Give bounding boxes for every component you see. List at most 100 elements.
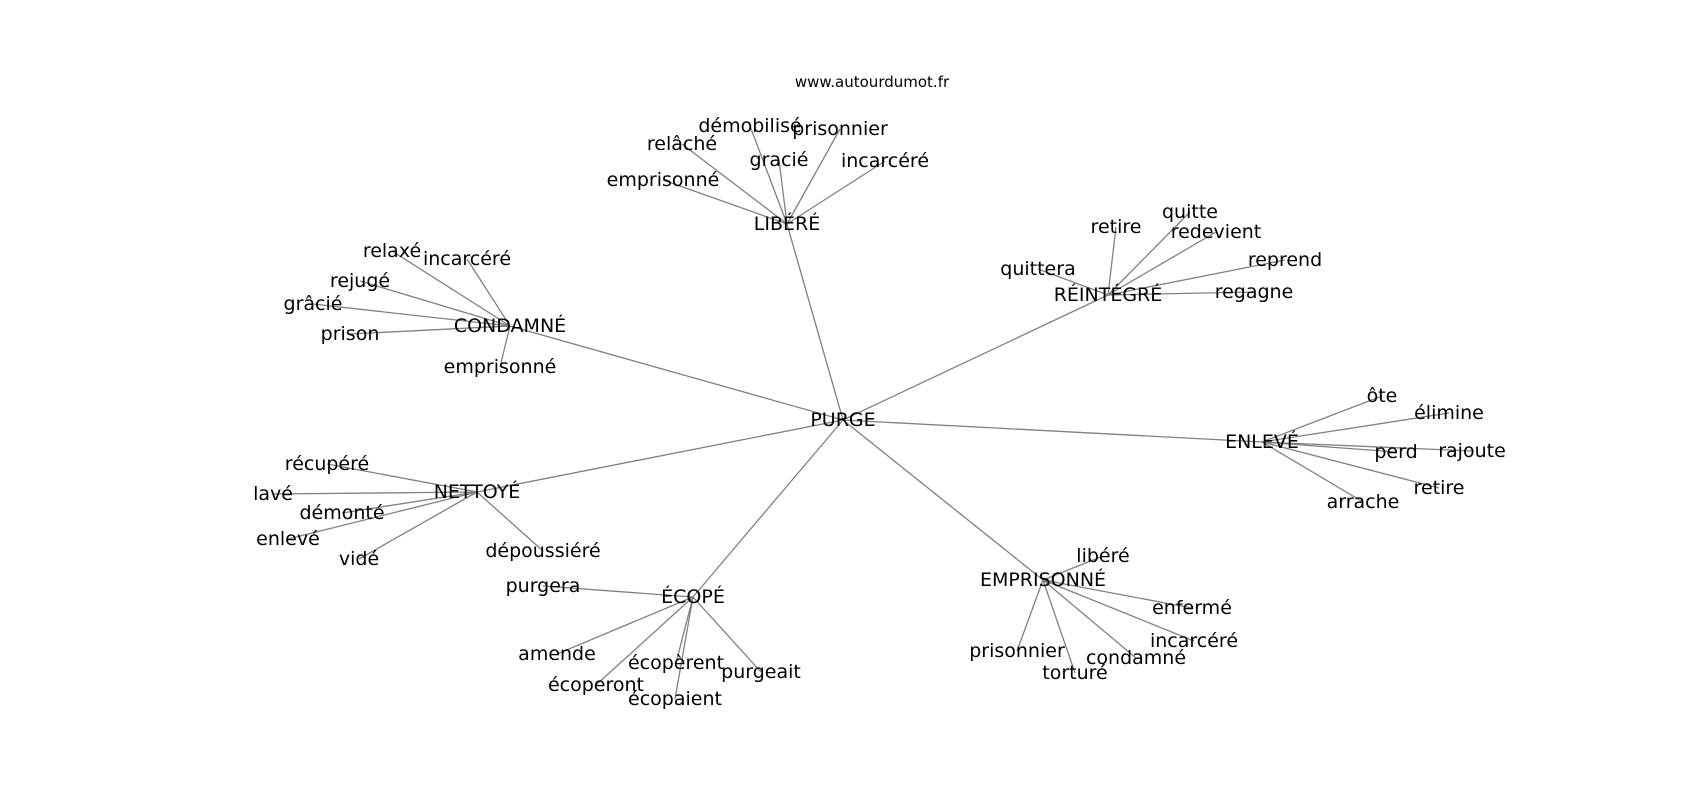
edge-reintegre-to-reprend <box>1107 259 1286 296</box>
edge-nettoye-to-recupere <box>326 463 478 493</box>
leaf-node-label-incarcere: incarcéré <box>423 248 511 270</box>
leaf-node-label-reprend: reprend <box>1248 249 1322 271</box>
edge-libere-to-incarcere <box>786 160 886 225</box>
leaf-node-label-demonte: démonté <box>299 502 384 524</box>
leaf-node-label-quitte: quitte <box>1162 201 1218 223</box>
edge-emprisonne-to-incarcere <box>1042 579 1195 642</box>
leaf-node-label-perd: perd <box>1374 441 1417 463</box>
edge-purge-to-nettoye <box>476 419 844 493</box>
leaf-node-label-arrache: arrache <box>1327 491 1400 513</box>
edge-nettoye-to-demonte <box>341 491 478 514</box>
edge-enleve-to-ote <box>1261 395 1383 443</box>
leaf-node-label-prisonnier: prisonnier <box>792 118 888 140</box>
leaf-node-label-amende: amende <box>518 643 596 665</box>
leaf-node-label-rajoute: rajoute <box>1438 440 1506 462</box>
edge-reintegre-to-regagne <box>1107 291 1255 296</box>
graph-labels: www.autourdumot.fr PURGE LIBÉRÉ démobilisé… <box>253 73 1506 710</box>
edge-emprisonne-to-condamne <box>1042 579 1137 659</box>
edge-libere-to-relache <box>681 143 788 225</box>
leaf-node-label-lave: lavé <box>253 483 293 505</box>
edge-enleve-to-perd <box>1261 441 1397 453</box>
leaf-node-label-quittera: quittera <box>1000 258 1075 280</box>
leaf-node-label-demobilise: démobilisé <box>698 115 801 137</box>
leaf-node-label-incarcere: incarcéré <box>841 150 929 172</box>
edge-libere-to-emprisonne <box>662 179 788 225</box>
edge-purge-to-ecope <box>692 419 844 598</box>
edge-nettoye-to-depoussiere <box>476 491 544 552</box>
leaf-node-label-condamne: condamné <box>1086 647 1186 669</box>
edge-enleve-to-elimine <box>1261 412 1450 443</box>
edge-condamne-to-rejuge <box>359 280 511 327</box>
leaf-node-label-purgera: purgera <box>506 575 581 597</box>
leaf-node-label-gracie: gracié <box>750 149 809 171</box>
edge-emprisonne-to-enferme <box>1042 579 1193 609</box>
hub-node-label-reintegre: RÉINTÉGRÉ <box>1054 283 1163 306</box>
hub-node-label-emprisonne: EMPRISONNÉ <box>980 568 1106 591</box>
source-url-label: www.autourdumot.fr <box>795 73 950 91</box>
edge-condamne-to-prison <box>349 325 511 335</box>
hub-node-label-ecope: ÉCOPÉ <box>661 585 725 608</box>
edge-ecope-to-ecoperont <box>595 596 694 686</box>
edge-reintegre-to-retire <box>1107 226 1117 296</box>
edge-libere-to-prisonnier <box>786 128 841 225</box>
leaf-node-label-relache: relâché <box>647 133 717 155</box>
leaf-node-label-regagne: regagne <box>1215 281 1294 303</box>
leaf-node-label-ecoperont: écoperont <box>548 674 644 696</box>
hub-node-label-libere: LIBÉRÉ <box>754 212 820 235</box>
leaf-node-label-prison: prison <box>321 323 380 345</box>
edge-enleve-to-rajoute <box>1261 441 1473 452</box>
leaf-node-label-libere: libéré <box>1076 545 1129 567</box>
edge-emprisonne-to-prisonnier <box>1016 579 1044 652</box>
edge-libere-to-demobilise <box>749 125 788 225</box>
leaf-node-label-retire: retire <box>1414 477 1465 499</box>
edge-purge-to-libere <box>786 223 844 421</box>
edge-nettoye-to-enleve <box>287 491 478 540</box>
leaf-node-label-enferme: enfermé <box>1152 597 1232 619</box>
center-node-label: PURGE <box>810 409 875 431</box>
hub-node-label-nettoye: NETTOYÉ <box>434 480 521 503</box>
edge-condamne-to-incarcere <box>466 258 511 327</box>
edge-emprisonne-to-torture <box>1042 579 1076 674</box>
hub-node-label-condamne: CONDAMNÉ <box>454 314 566 337</box>
leaf-node-label-emprisonne: emprisonné <box>444 356 557 378</box>
edge-ecope-to-purgera <box>542 585 694 598</box>
leaf-node-label-ote: ôte <box>1367 385 1398 407</box>
edge-purge-to-reintegre <box>842 294 1109 421</box>
leaf-node-label-enleve: enlevé <box>256 528 320 550</box>
edge-enleve-to-retire <box>1261 441 1440 489</box>
edge-ecope-to-ecopaient <box>674 596 694 700</box>
edge-purge-to-enleve <box>842 419 1263 443</box>
leaf-node-label-gracie: grâcié <box>284 293 343 315</box>
leaf-node-label-torture: torturé <box>1042 662 1107 684</box>
leaf-node-label-purgeait: purgeait <box>721 661 801 683</box>
leaf-node-label-retire: retire <box>1091 216 1142 238</box>
edge-condamne-to-relaxe <box>391 250 511 327</box>
edge-purge-to-emprisonne <box>842 419 1044 581</box>
edge-ecope-to-ecoperent <box>675 596 694 664</box>
edge-reintegre-to-quittera <box>1037 268 1109 296</box>
leaf-node-label-rejuge: rejugé <box>330 270 390 292</box>
leaf-node-label-elimine: élimine <box>1414 402 1484 424</box>
leaf-node-label-incarcere: incarcéré <box>1150 630 1238 652</box>
hub-node-label-enleve: ENLEVÉ <box>1225 430 1299 453</box>
leaf-node-label-recupere: récupéré <box>285 453 369 475</box>
edge-nettoye-to-lave <box>272 491 478 495</box>
edge-purge-to-condamne <box>509 325 844 421</box>
edge-condamne-to-emprisonne <box>499 325 511 368</box>
leaf-node-label-redevient: redevient <box>1171 221 1262 243</box>
graph-edges <box>272 125 1473 700</box>
edge-condamne-to-gracie <box>312 303 511 327</box>
leaf-node-label-ecoperent: écopèrent <box>628 652 724 674</box>
leaf-node-label-relaxe: relaxé <box>363 240 421 262</box>
leaf-node-label-ecopaient: écopaient <box>628 688 722 710</box>
edge-enleve-to-arrache <box>1261 441 1364 503</box>
edge-libere-to-gracie <box>778 159 788 225</box>
leaf-node-label-emprisonne: emprisonné <box>607 169 720 191</box>
leaf-node-label-vide: vidé <box>339 548 379 570</box>
edge-ecope-to-amende <box>556 596 694 655</box>
edge-ecope-to-purgeait <box>692 596 762 673</box>
edge-emprisonne-to-libere <box>1042 555 1104 581</box>
edge-reintegre-to-quitte <box>1107 211 1191 296</box>
